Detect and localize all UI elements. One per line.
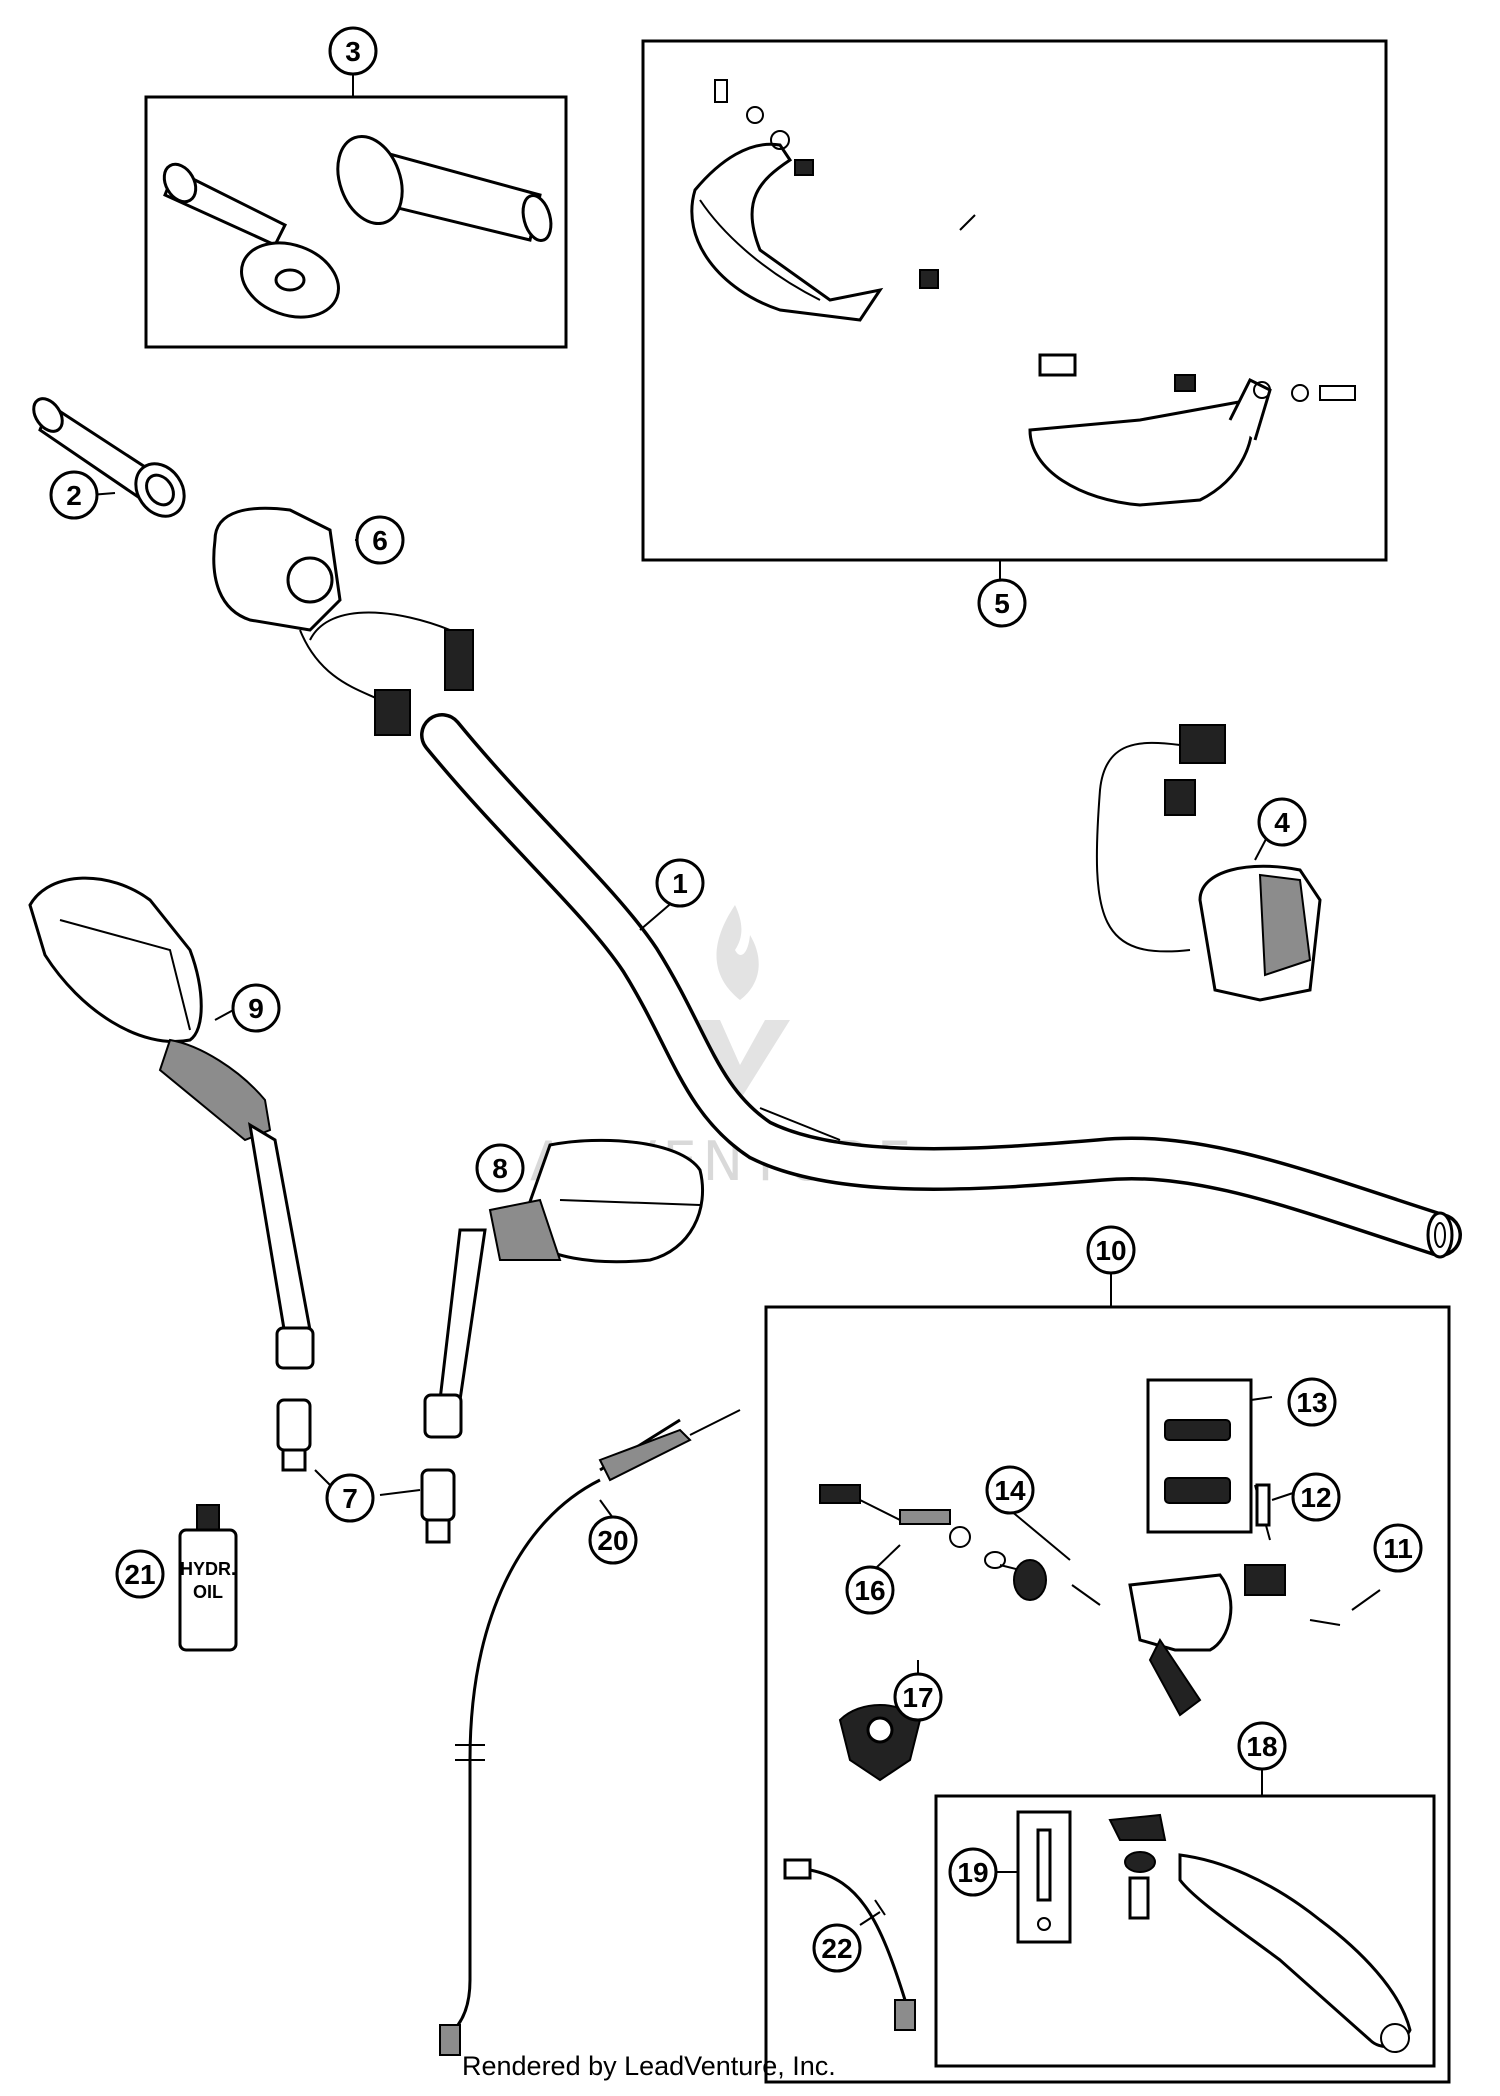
callout-7: 7 [325, 1473, 375, 1523]
callout-label-14: 14 [994, 1475, 1026, 1506]
mirror-adapters [276, 1398, 456, 1544]
callout-20: 20 [588, 1515, 638, 1565]
callout-label-4: 4 [1274, 807, 1290, 838]
render-credit: Rendered by LeadVenture, Inc. [462, 2051, 836, 2081]
callout-label-11: 11 [1383, 1533, 1413, 1564]
callout-label-17: 17 [902, 1682, 933, 1713]
callout-19: 19 [948, 1847, 998, 1897]
bottle-label-line1: HYDR. [180, 1559, 236, 1579]
callout-1: 1 [655, 858, 705, 908]
callout-label-5: 5 [994, 588, 1010, 619]
callout-label-19: 19 [957, 1857, 988, 1888]
callout-label-13: 13 [1296, 1387, 1327, 1418]
group-box-10 [764, 1305, 1451, 2084]
callout-17: 17 [893, 1672, 943, 1722]
right-mirror [423, 1138, 705, 1439]
hydraulic-oil-bottle: HYDR. OIL [178, 1504, 238, 1652]
callout-22: 22 [812, 1923, 862, 1973]
group-box-13 [1146, 1378, 1253, 1534]
left-switch [212, 506, 474, 736]
callout-13: 13 [1287, 1377, 1337, 1427]
sensor-cable [783, 1858, 916, 2031]
lever [1036, 1813, 1412, 2053]
handlebar [420, 713, 1462, 1259]
callout-11: 11 [1373, 1523, 1423, 1573]
grip-set [162, 134, 553, 319]
callout-label-6: 6 [372, 525, 388, 556]
callout-label-20: 20 [597, 1525, 628, 1556]
callout-2: 2 [49, 470, 99, 520]
callout-label-10: 10 [1095, 1235, 1126, 1266]
callout-5: 5 [977, 578, 1027, 628]
callout-6: 6 [355, 515, 405, 565]
callout-label-21: 21 [124, 1559, 155, 1590]
callout-14: 14 [985, 1465, 1035, 1515]
callout-label-2: 2 [66, 480, 82, 511]
group-box-19 [1016, 1810, 1072, 1944]
group-box-3 [144, 95, 568, 349]
callout-label-12: 12 [1300, 1482, 1331, 1513]
bottle-label-line2: OIL [193, 1582, 223, 1602]
left-grip [32, 397, 186, 518]
callout-8: 8 [475, 1143, 525, 1193]
callout-9: 9 [231, 983, 281, 1033]
lever-cover-kit [1164, 1419, 1271, 1541]
callout-21: 21 [115, 1549, 165, 1599]
left-mirror [28, 876, 315, 1370]
callout-12: 12 [1291, 1472, 1341, 1522]
clutch-cable [439, 1409, 741, 2056]
callout-label-16: 16 [854, 1575, 885, 1606]
master-cylinder [819, 1484, 1341, 1717]
handguard-set [690, 79, 1356, 507]
callout-10: 10 [1086, 1225, 1136, 1275]
callout-label-22: 22 [821, 1933, 852, 1964]
group-box-18 [934, 1794, 1436, 2068]
group-box-5 [641, 39, 1388, 562]
right-switch [1095, 724, 1322, 1002]
callout-label-3: 3 [345, 36, 361, 67]
callout-label-18: 18 [1246, 1731, 1277, 1762]
callout-4: 4 [1257, 797, 1307, 847]
callout-18: 18 [1237, 1721, 1287, 1771]
callout-label-7: 7 [342, 1483, 358, 1514]
callout-16: 16 [845, 1565, 895, 1615]
callout-label-1: 1 [672, 868, 688, 899]
clamp [838, 1704, 922, 1782]
callout-label-9: 9 [248, 993, 264, 1024]
callout-3: 3 [328, 26, 378, 76]
callout-label-8: 8 [492, 1153, 508, 1184]
